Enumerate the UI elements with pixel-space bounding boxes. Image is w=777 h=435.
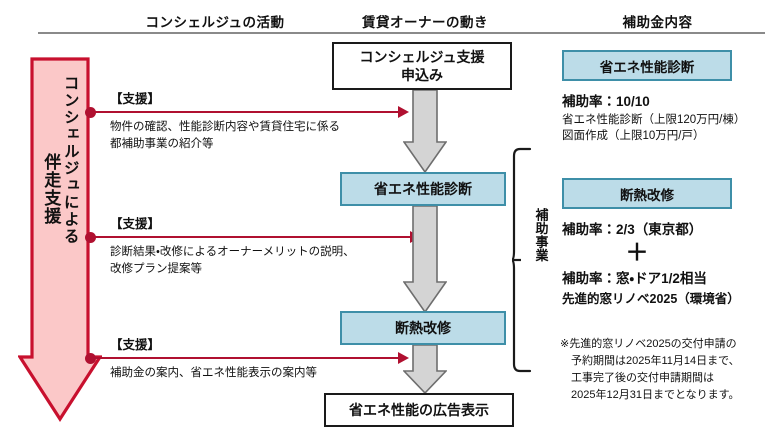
support-body-2: 診断結果・改修によるオーナーメリットの説明、 改修プラン提案等 <box>110 246 355 275</box>
support-block-2: 【支援】 <box>96 213 396 233</box>
support-connector-arrowhead-3 <box>398 352 409 364</box>
flow-box-application[interactable]: コンシェルジュ支援 申込み <box>332 42 512 90</box>
plus-sign: ＋ <box>625 239 649 265</box>
support-body-3: 補助金の案内、省エネ性能表示の案内等 <box>110 367 317 379</box>
subsidy-rate-insulation-window-sub: 先進的窓リノベ2025（環境省） <box>562 292 740 306</box>
column-title-subsidy: 補助金内容 <box>622 15 693 30</box>
column-title-owner: 賃貸オーナーの動き <box>362 15 488 30</box>
column-title-concierge: コンシェルジュの活動 <box>145 15 285 30</box>
flow-box-energy-diagnosis[interactable]: 省エネ性能診断 <box>340 172 506 206</box>
support-tag-3: 【支援】 <box>110 338 161 352</box>
flow-arrow-2 <box>403 206 447 314</box>
subsidy-note: ※先進的窓リノベ2025の交付申請の 予約期間は2025年11月14日まで、 工… <box>560 338 740 402</box>
support-connector-line-1 <box>90 111 400 113</box>
subsidy-heading-diagnosis: 省エネ性能診断 <box>562 50 732 81</box>
subsidy-details-diagnosis: 省エネ性能診断（上限120万円/棟） 図面作成（上限10万円/戸） <box>562 114 746 143</box>
support-connector-line-3 <box>90 357 400 359</box>
flow-box-insulation-retrofit[interactable]: 断熱改修 <box>340 311 506 345</box>
bracket-label-subsidy-program: 補助事業 <box>533 208 549 262</box>
subsidy-body-insulation: 補助率：2/3（東京都） ＋ 補助率：窓・ドア1/2相当 先進的窓リノベ2025… <box>562 218 777 307</box>
subsidy-rate-diagnosis: 補助率：10/10 <box>562 94 650 109</box>
support-body-1: 物件の確認、性能診断内容や賃貸住宅に係る 都補助事業の紹介等 <box>110 121 340 150</box>
support-tag-1: 【支援】 <box>110 92 161 106</box>
support-block-3: 【支援】 <box>96 334 396 354</box>
support-tag-2: 【支援】 <box>110 217 161 231</box>
header-divider <box>38 32 765 34</box>
flow-arrow-3 <box>403 345 447 395</box>
flow-arrow-1 <box>403 90 447 174</box>
subsidy-body-diagnosis: 補助率：10/10 省エネ性能診断（上限120万円/棟） 図面作成（上限10万円… <box>562 90 777 144</box>
subsidy-rate-insulation-window: 補助率：窓・ドア1/2相当 <box>562 271 707 286</box>
support-block-1: 【支援】 <box>96 88 396 108</box>
subsidy-heading-insulation: 断熱改修 <box>562 178 732 209</box>
subsidy-rate-insulation-tokyo: 補助率：2/3（東京都） <box>562 222 703 237</box>
subsidy-scope-bracket <box>512 147 534 373</box>
support-connector-arrowhead-1 <box>398 106 409 118</box>
support-connector-line-2 <box>90 236 412 238</box>
flow-box-energy-label-advert[interactable]: 省エネ性能の広告表示 <box>324 393 514 427</box>
